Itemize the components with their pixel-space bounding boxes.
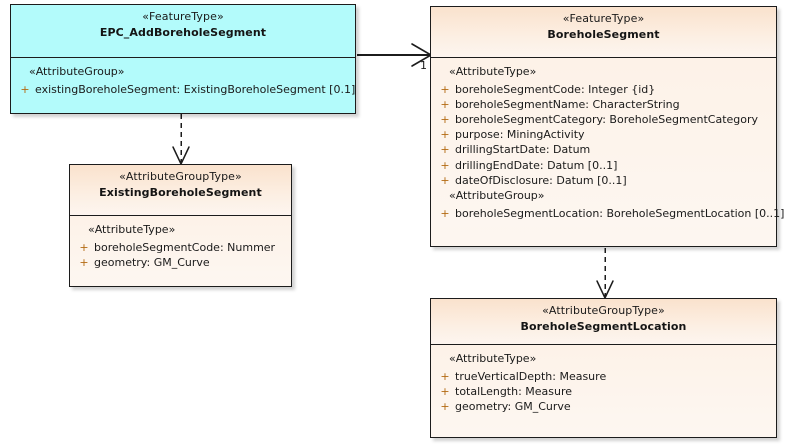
attribute-text: boreholeSegmentCode: Integer {id} <box>455 82 656 96</box>
attribute-visibility: + <box>440 384 450 398</box>
attribute-row[interactable]: + boreholeSegmentLocation: BoreholeSegme… <box>435 206 784 221</box>
class-box-epc-add-borehole-segment[interactable]: «FeatureType» EPC_AddBoreholeSegment «At… <box>10 4 356 114</box>
attribute-visibility: + <box>440 113 450 127</box>
class-body-existing-borehole-segment: «AttributeType» + boreholeSegmentCode: N… <box>70 216 291 277</box>
attribute-row[interactable]: + existingBoreholeSegment: ExistingBoreh… <box>15 82 355 97</box>
class-stereotype: «AttributeGroupType» <box>119 170 242 183</box>
class-name: BoreholeSegment <box>547 27 660 41</box>
attribute-row[interactable]: + trueVerticalDepth: Measure <box>435 369 772 384</box>
class-stereotype: «FeatureType» <box>562 12 645 25</box>
class-body-borehole-segment: «AttributeType» + boreholeSegmentCode: I… <box>431 58 784 227</box>
attribute-visibility: + <box>440 97 450 111</box>
connector-dependency-epc-to-existing[interactable] <box>172 114 190 166</box>
attribute-row[interactable]: + drillingStartDate: Datum <box>435 142 772 157</box>
class-header-borehole-segment-location: «AttributeGroupType» BoreholeSegmentLoca… <box>431 299 776 345</box>
connector-dependency-boreholesegment-to-location[interactable] <box>596 248 614 300</box>
class-name: ExistingBoreholeSegment <box>99 185 262 199</box>
compartment-group-label: «AttributeType» <box>449 65 537 78</box>
attribute-text: boreholeSegmentName: CharacterString <box>455 97 680 111</box>
compartment-group-label: «AttributeType» <box>88 223 176 236</box>
attribute-text: purpose: MiningActivity <box>455 128 585 142</box>
attribute-text: existingBoreholeSegment: ExistingBorehol… <box>35 82 356 96</box>
attribute-text: totalLength: Measure <box>455 384 573 398</box>
class-stereotype: «FeatureType» <box>142 10 224 23</box>
attribute-visibility: + <box>440 173 450 187</box>
class-stereotype: «AttributeGroupType» <box>542 304 665 317</box>
attribute-row[interactable]: + boreholeSegmentCategory: BoreholeSegme… <box>435 112 772 127</box>
attribute-row[interactable]: + dateOfDisclosure: Datum [0..1] <box>435 173 772 188</box>
compartment-group-label: «AttributeGroup» <box>29 65 125 78</box>
class-box-existing-borehole-segment[interactable]: «AttributeGroupType» ExistingBoreholeSeg… <box>69 164 292 287</box>
attribute-visibility: + <box>440 128 450 142</box>
compartment-group-label: «AttributeType» <box>449 352 537 365</box>
attribute-text: geometry: GM_Curve <box>94 255 210 269</box>
attribute-visibility: + <box>440 158 450 172</box>
attribute-row[interactable]: + geometry: GM_Curve <box>435 399 772 414</box>
class-body-epc-add-borehole-segment: «AttributeGroup» + existingBoreholeSegme… <box>11 58 355 103</box>
class-name: BoreholeSegmentLocation <box>520 319 687 333</box>
attribute-text: drillingEndDate: Datum [0..1] <box>455 158 618 172</box>
class-box-borehole-segment-location[interactable]: «AttributeGroupType» BoreholeSegmentLoca… <box>430 298 777 438</box>
attribute-text: drillingStartDate: Datum <box>455 143 591 157</box>
attribute-visibility: + <box>79 255 89 269</box>
class-name: EPC_AddBoreholeSegment <box>99 25 267 39</box>
attribute-visibility: + <box>440 143 450 157</box>
attribute-row[interactable]: + boreholeSegmentName: CharacterString <box>435 97 772 112</box>
class-header-existing-borehole-segment: «AttributeGroupType» ExistingBoreholeSeg… <box>70 165 291 216</box>
compartment-group-label: «AttributeGroup» <box>449 188 545 202</box>
attribute-visibility: + <box>440 369 450 383</box>
multiplicity-label-target: 1 <box>420 59 427 72</box>
attribute-visibility: + <box>20 82 30 96</box>
attribute-row[interactable]: + boreholeSegmentCode: Nummer <box>74 240 287 255</box>
attribute-row[interactable]: + geometry: GM_Curve <box>74 255 287 270</box>
attribute-row[interactable]: + totalLength: Measure <box>435 384 772 399</box>
class-body-borehole-segment-location: «AttributeType» + trueVerticalDepth: Mea… <box>431 345 776 421</box>
attribute-row[interactable]: + boreholeSegmentCode: Integer {id} <box>435 82 772 97</box>
attribute-row[interactable]: + drillingEndDate: Datum [0..1] <box>435 158 772 173</box>
attribute-text: geometry: GM_Curve <box>455 400 571 414</box>
attribute-visibility: + <box>440 400 450 414</box>
attribute-text: boreholeSegmentLocation: BoreholeSegment… <box>455 206 785 220</box>
attribute-text: boreholeSegmentCategory: BoreholeSegment… <box>455 113 759 127</box>
attribute-text: dateOfDisclosure: Datum [0..1] <box>455 173 627 187</box>
attribute-visibility: + <box>440 82 450 96</box>
attribute-row[interactable]: + purpose: MiningActivity <box>435 127 772 142</box>
attribute-visibility: + <box>79 240 89 254</box>
class-header-epc-add-borehole-segment: «FeatureType» EPC_AddBoreholeSegment <box>11 5 355 58</box>
attribute-text: trueVerticalDepth: Measure <box>455 369 607 383</box>
class-header-borehole-segment: «FeatureType» BoreholeSegment <box>431 7 776 58</box>
class-box-borehole-segment[interactable]: «FeatureType» BoreholeSegment «Attribute… <box>430 6 784 247</box>
attribute-text: boreholeSegmentCode: Nummer <box>94 240 276 254</box>
attribute-visibility: + <box>440 206 450 220</box>
